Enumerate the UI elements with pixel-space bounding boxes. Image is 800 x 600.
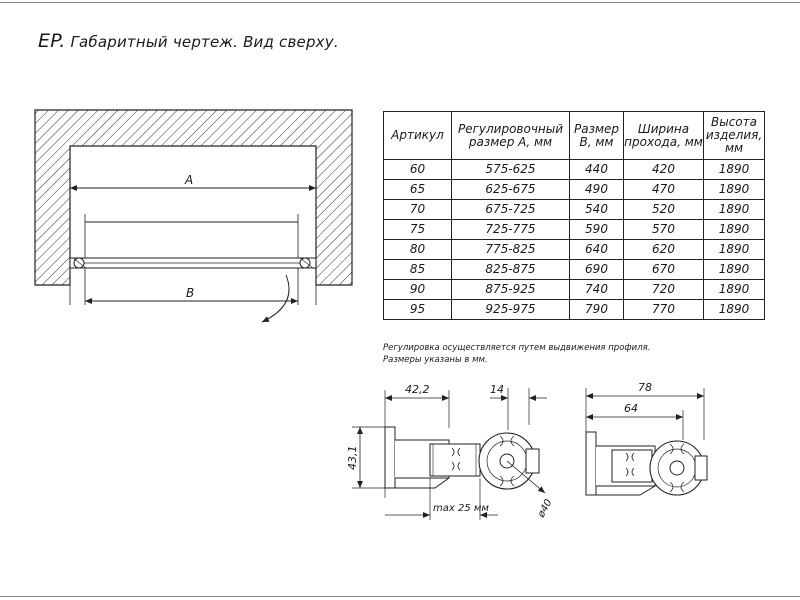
cell-passage: 420 <box>623 159 704 180</box>
top-frame-line <box>0 2 800 3</box>
cell-height: 1890 <box>703 259 765 280</box>
dim-overall-label: 78 <box>638 381 652 394</box>
cell-passage: 620 <box>623 239 704 260</box>
cell-article: 80 <box>383 239 452 260</box>
table-row: 90 875-925 740 720 1890 <box>383 279 765 300</box>
cell-passage: 670 <box>623 259 704 280</box>
table-row: 70 675-725 540 520 1890 <box>383 199 765 220</box>
cell-article: 95 <box>383 299 452 320</box>
cell-article: 65 <box>383 179 452 200</box>
cell-size-b: 590 <box>569 219 624 240</box>
cell-height: 1890 <box>703 199 765 220</box>
table-row: 60 575-625 440 420 1890 <box>383 159 765 180</box>
cell-size-b: 690 <box>569 259 624 280</box>
th-adjust-size: Регулировочный размер А, мм <box>451 111 570 160</box>
cell-adjust: 625-675 <box>451 179 570 200</box>
th-height: Высота изделия, мм <box>703 111 765 160</box>
cell-height: 1890 <box>703 219 765 240</box>
cell-passage: 520 <box>623 199 704 220</box>
title-text: Габаритный чертеж. Вид сверху. <box>70 33 339 51</box>
table-row: 85 825-875 690 670 1890 <box>383 259 765 280</box>
door-panel <box>69 257 317 269</box>
table-row: 65 625-675 490 470 1890 <box>383 179 765 200</box>
cell-height: 1890 <box>703 159 765 180</box>
wall-niche <box>34 109 353 286</box>
title-code: EP. <box>38 30 66 52</box>
cell-height: 1890 <box>703 279 765 300</box>
cell-size-b: 440 <box>569 159 624 180</box>
cell-size-b: 740 <box>569 279 624 300</box>
profile-detail-left: 42,2 14 43,1 ø40 max 25 мм <box>346 383 554 520</box>
cell-adjust: 575-625 <box>451 159 570 180</box>
cell-adjust: 925-975 <box>451 299 570 320</box>
note-adjustment: Регулировка осуществляется путем выдвиже… <box>383 343 651 353</box>
cell-article: 85 <box>383 259 452 280</box>
dim-width-label: 42,2 <box>405 383 430 396</box>
cell-passage: 470 <box>623 179 704 200</box>
th-passage-width: Ширина прохода, мм <box>623 111 704 160</box>
cell-size-b: 540 <box>569 199 624 220</box>
cell-adjust: 825-875 <box>451 259 570 280</box>
cell-passage: 570 <box>623 219 704 240</box>
dim-inner-label: 64 <box>624 402 638 415</box>
cell-adjust: 875-925 <box>451 279 570 300</box>
dim-b-label: B <box>186 286 194 300</box>
th-article: Артикул <box>383 111 452 160</box>
page-title: EP. Габаритный чертеж. Вид сверху. <box>38 30 339 52</box>
cell-article: 60 <box>383 159 452 180</box>
cell-size-b: 790 <box>569 299 624 320</box>
bottom-frame-line <box>0 596 800 597</box>
table-row: 75 725-775 590 570 1890 <box>383 219 765 240</box>
cell-article: 70 <box>383 199 452 220</box>
cell-article: 90 <box>383 279 452 300</box>
profile-detail-right: 78 64 <box>585 381 708 496</box>
cell-height: 1890 <box>703 239 765 260</box>
door-swing-arc <box>261 274 290 323</box>
spec-table: Артикул Регулировочный размер А, мм Разм… <box>383 111 765 320</box>
cell-passage: 720 <box>623 279 704 300</box>
plan-view: A B <box>34 109 353 323</box>
cell-size-b: 640 <box>569 239 624 260</box>
dim-height-label: 43,1 <box>346 446 359 471</box>
cell-height: 1890 <box>703 179 765 200</box>
note-units: Размеры указаны в мм. <box>383 355 488 365</box>
cell-passage: 770 <box>623 299 704 320</box>
cell-adjust: 725-775 <box>451 219 570 240</box>
dimension-a: A <box>70 173 316 191</box>
cell-height: 1890 <box>703 299 765 320</box>
table-row: 80 775-825 640 620 1890 <box>383 239 765 260</box>
cell-size-b: 490 <box>569 179 624 200</box>
dim-profile-label: 14 <box>490 383 504 396</box>
cell-adjust: 675-725 <box>451 199 570 220</box>
table-header-row: Артикул Регулировочный размер А, мм Разм… <box>383 111 765 160</box>
cell-adjust: 775-825 <box>451 239 570 260</box>
table-row: 95 925-975 790 770 1890 <box>383 299 765 320</box>
dim-diameter-label: ø40 <box>535 498 554 521</box>
dim-a-label: A <box>184 173 193 187</box>
dim-max-label: max 25 мм <box>433 503 489 514</box>
dimension-b: B <box>85 286 298 304</box>
th-size-b: Размер В, мм <box>569 111 624 160</box>
cell-article: 75 <box>383 219 452 240</box>
